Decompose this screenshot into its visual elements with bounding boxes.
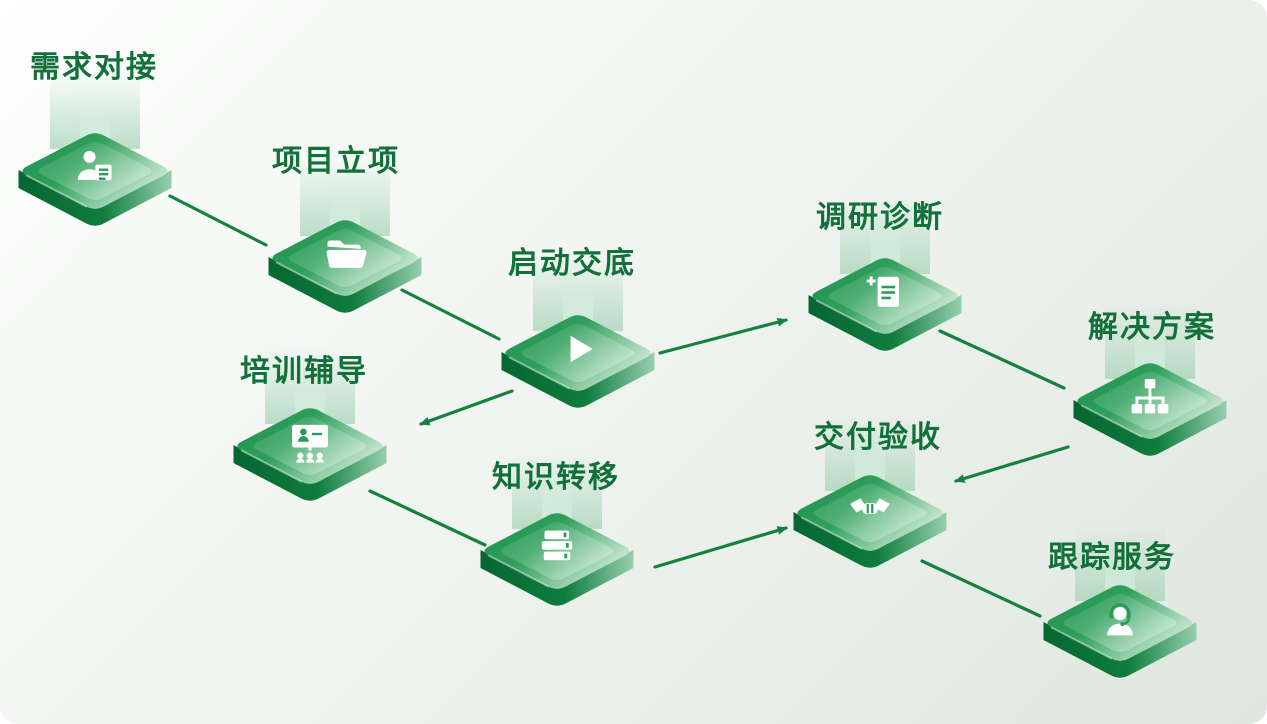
edge-demand-initiation <box>168 194 268 247</box>
block-edge-highlight <box>1050 626 1113 660</box>
block-edge-highlight <box>800 516 863 550</box>
block-edge-highlight <box>275 261 338 295</box>
platform-block <box>268 220 422 313</box>
block-edge-highlight <box>1080 404 1143 438</box>
step-label: 知识转移 <box>492 461 620 494</box>
play-icon <box>570 335 593 363</box>
block-edge-highlight <box>487 554 550 588</box>
step-label: 项目立项 <box>272 145 400 178</box>
sitemap-icon <box>1131 379 1169 414</box>
books-icon <box>541 530 573 561</box>
block-top-inset <box>500 521 614 581</box>
step-label: 需求对接 <box>30 51 158 84</box>
edge-delivery-service <box>920 559 1042 618</box>
block-front-face <box>1073 400 1227 456</box>
folder-icon <box>326 240 367 268</box>
block-front-face <box>233 445 387 501</box>
edge-solution-delivery <box>954 445 1070 483</box>
step-label: 交付验收 <box>814 421 942 454</box>
step-label: 培训辅导 <box>240 355 368 388</box>
block-front-face <box>480 550 634 606</box>
platform-block <box>18 133 172 226</box>
platform-block <box>501 315 655 408</box>
step-label: 调研诊断 <box>816 201 944 234</box>
step-label: 解决方案 <box>1088 311 1216 344</box>
step-label: 启动交底 <box>508 247 636 280</box>
edge-research-solution <box>938 329 1066 390</box>
step-label: 跟踪服务 <box>1048 541 1176 574</box>
platform-block <box>233 408 387 501</box>
edge-initiation-kickoff <box>400 288 501 341</box>
edge-training-knowledge <box>368 489 487 547</box>
block-front-face <box>501 352 655 408</box>
platform-block <box>808 258 962 351</box>
handshake-icon <box>850 498 890 515</box>
platform-block <box>793 475 947 568</box>
block-top-inset <box>1063 593 1177 653</box>
block-edge-highlight <box>240 449 303 483</box>
block-edge-highlight <box>508 356 571 390</box>
block-front-face <box>793 512 947 568</box>
block-front-face <box>18 170 172 226</box>
person-document-icon <box>77 150 112 181</box>
block-front-face <box>808 295 962 351</box>
edge-kickoff-training <box>419 389 514 426</box>
block-edge-highlight <box>25 174 88 208</box>
report-icon <box>866 276 900 307</box>
block-front-face <box>268 257 422 313</box>
presentation-icon <box>292 424 328 463</box>
platform-block <box>1073 363 1227 456</box>
edge-knowledge-delivery <box>653 526 788 569</box>
edge-kickoff-research <box>658 317 788 355</box>
headset-icon <box>1107 603 1133 636</box>
platform-block <box>1043 585 1197 678</box>
block-edge-highlight <box>815 299 878 333</box>
block-front-face <box>1043 622 1197 678</box>
platform-block <box>480 513 634 606</box>
